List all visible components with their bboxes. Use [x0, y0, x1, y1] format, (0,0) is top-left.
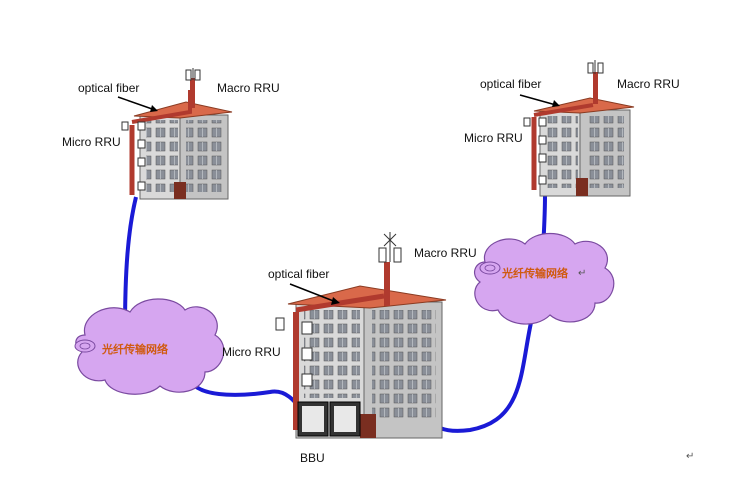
macro-rru-antenna-right [587, 60, 604, 74]
fiber-network-cloud-left: 光纤传输网络 [74, 298, 225, 395]
building-center [275, 232, 447, 439]
fiber-network-cloud-right: 光纤传输网络 ↵ [473, 233, 615, 325]
label-optical-fiber-right: optical fiber [480, 77, 541, 91]
macro-rru-antenna-center [378, 232, 402, 263]
micro-rru-units-center [275, 317, 313, 387]
label-macro-rru-right: Macro RRU [617, 77, 680, 91]
label-macro-rru-center: Macro RRU [414, 246, 477, 260]
label-optical-fiber-center: optical fiber [268, 267, 329, 281]
micro-rru-units-right [523, 117, 547, 185]
label-micro-rru-left: Micro RRU [62, 135, 121, 149]
building-left [121, 68, 233, 200]
macro-rru-antenna-left [185, 68, 201, 81]
arrow-fiber-center [289, 283, 337, 303]
label-micro-rru-center: Micro RRU [222, 345, 281, 359]
arrowhead-fiber-right [552, 100, 560, 107]
label-optical-fiber-left: optical fiber [78, 81, 139, 95]
label-macro-rru-left: Macro RRU [217, 81, 280, 95]
arrowhead-fiber-center [331, 297, 340, 305]
return-mark-corner: ↵ [686, 451, 694, 462]
micro-rru-units-left [121, 121, 146, 191]
arrowhead-fiber-left [150, 105, 158, 112]
bbu-cabinets [297, 401, 361, 437]
return-mark: ↵ [578, 268, 586, 279]
building-right [523, 60, 635, 197]
link-right-cloud-to-bbu [439, 317, 534, 433]
arrow-fiber-left [117, 96, 156, 111]
cloud-right-label: 光纤传输网络 [501, 266, 568, 280]
cloud-left-label: 光纤传输网络 [101, 342, 168, 356]
link-left-cloud-to-bbu [188, 378, 312, 422]
arrow-fiber-right [519, 94, 557, 106]
label-micro-rru-right: Micro RRU [464, 131, 523, 145]
label-bbu: BBU [300, 451, 325, 465]
